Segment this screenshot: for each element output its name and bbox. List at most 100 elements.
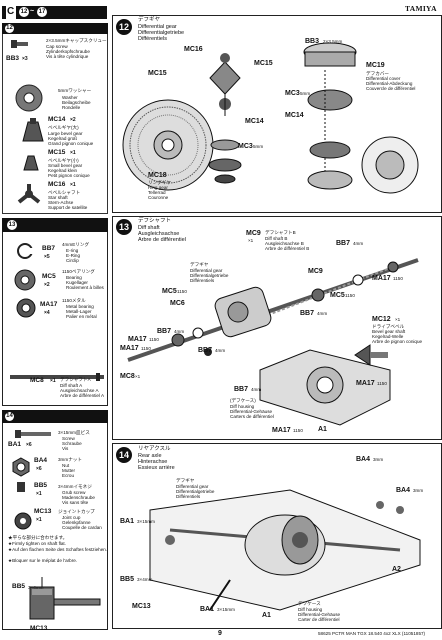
part-qty-ba1: ×6 xyxy=(26,442,32,448)
part-qty-mc16: ×1 xyxy=(70,182,76,188)
part-desc-bb7-1: E-ring xyxy=(66,248,79,253)
part-qty-bb7: ×5 xyxy=(44,254,50,260)
step-14-title-3: Essieux arrière xyxy=(138,465,175,471)
part-desc-ma17-1: Metal bearing xyxy=(66,304,94,309)
label-ma17-b-size: 1150 xyxy=(141,346,151,351)
step-badge-12-left: 12 xyxy=(5,24,14,33)
parts-header-13 xyxy=(2,218,108,232)
diff-housing-drawing xyxy=(259,349,391,426)
part-desc-ba1-3: Vis xyxy=(62,446,69,451)
brand-logo: TAMIYA xyxy=(405,4,437,13)
part-code-bb5: BB5 xyxy=(34,482,48,489)
part-desc-mc14-2: Kegelrad groß xyxy=(48,136,78,141)
rear-axle-assembly-drawing xyxy=(149,489,421,611)
step-13-title-1: Diff shaft xyxy=(138,225,160,231)
label-mc15-a: MC15 xyxy=(148,70,167,77)
diff-gear-desc-1: Differential gear xyxy=(190,268,223,273)
mc18-desc-0: リングギヤ xyxy=(148,180,171,185)
mc18-desc-3: Couronne xyxy=(148,195,169,200)
parts-header-12 xyxy=(2,23,108,34)
spider-gear-drawing xyxy=(209,53,241,116)
label-mc8: MC8 xyxy=(120,373,135,380)
mc18-desc-2: Tellerrad xyxy=(148,190,166,195)
mc9-desc-0: デフシャフトB xyxy=(265,230,296,235)
bevel-gear-shaft-drawing xyxy=(354,344,388,366)
step-badge-12: 12 xyxy=(116,19,132,35)
part-desc-mc13-1: Joint cup xyxy=(62,515,81,520)
diff-shaft-a-icon xyxy=(10,373,104,381)
label-ma17-d-size: 1150 xyxy=(293,428,303,433)
label-mc14-a: MC14 xyxy=(245,118,264,125)
part-code-ma17: MA17 xyxy=(40,301,58,308)
part-desc-ba4-3: Ecrou xyxy=(62,473,75,478)
part-desc-bb3-3: Vis à tête cylindrique xyxy=(46,54,89,59)
part-qty-mc15: ×1 xyxy=(70,150,76,156)
diff-housing-desc-1: Diff housing xyxy=(230,404,255,409)
label-ma17-d: MA17 xyxy=(272,427,291,434)
label-mc12: MC12 xyxy=(372,316,391,323)
tighten-note-1: ★Firmly tighten on shaft flat. xyxy=(8,541,66,546)
label-ma17-e-size: 1150 xyxy=(377,381,387,386)
part-code-bb3: BB3 xyxy=(6,55,20,62)
label-mc6: MC6 xyxy=(170,300,185,307)
step-12-title-2: Differentialgetriebe xyxy=(138,30,185,36)
part-code-ba1: BA1 xyxy=(8,441,22,448)
step-badge-14-left: 14 xyxy=(5,412,14,421)
mc9-desc-3: Arbre de différentiel B xyxy=(265,246,310,251)
step-12-title-3: Différentiels xyxy=(138,36,167,42)
part-desc-ba1-0: 3×15mm皿ビス xyxy=(58,430,90,435)
part-desc-washer-3: Rondelle xyxy=(62,105,81,110)
large-bevel-gear-icon xyxy=(22,118,44,142)
part-desc-mc16-3: Support de satellite xyxy=(48,205,88,210)
label-ba4-b: BA4 xyxy=(396,487,411,494)
diff-gear-desc-3: Différentiels xyxy=(190,278,215,283)
mc13-detail-label: MC13 xyxy=(30,625,48,632)
part-code-ba4: BA4 xyxy=(34,457,48,464)
label-ma17-l-size: 1150 xyxy=(149,337,159,342)
part-qty-ma17: ×4 xyxy=(44,310,50,316)
label-bb7-top-size: 4mm xyxy=(353,241,364,246)
part-desc-mc14-1: Large bevel gear xyxy=(48,131,83,136)
part-desc-bb5-0: 3×4mmイモネジ xyxy=(58,484,92,489)
small-bevel-gear-icon xyxy=(23,155,39,171)
label-mc3-b-size: 5mm xyxy=(253,144,264,149)
s14-case-desc-3: Carter de différentiel xyxy=(298,617,340,622)
label-mc12-qty: ×1 xyxy=(395,317,401,322)
label-ba4-b-size: 3mm xyxy=(413,488,424,493)
metal-bearing-icon xyxy=(16,298,36,318)
star-shaft-icon xyxy=(17,184,41,204)
step-badge-13-left: 13 xyxy=(7,220,17,230)
part-desc-mc16-1: Star shaft xyxy=(48,195,68,200)
s14-diff-desc-0: デフギヤ xyxy=(176,478,195,483)
label-ba4-a: BA4 xyxy=(356,456,371,463)
label-bb7-e-size: 4mm xyxy=(251,387,262,392)
label-bb5-14-size: 3×4mm xyxy=(137,577,153,582)
part-desc-mc14-0: ベベルギヤ(大) xyxy=(48,125,79,130)
s14-diff-desc-2: Differentialgetriebe xyxy=(176,489,215,494)
part-desc-bb5-3: Vis sans tête xyxy=(62,500,89,505)
part-code-mc13: MC13 xyxy=(34,508,52,515)
tighten-note-2: ★Auf den flachen Seite des Schaftes fest… xyxy=(8,547,108,552)
step-13-title-0: デフシャフト xyxy=(138,218,172,224)
nut-icon xyxy=(12,457,30,477)
part-desc-bb3-0: 2×3.5mmキャップスクリュー xyxy=(46,38,107,43)
diff-housing-desc-3: Carters de différentiel xyxy=(230,414,274,419)
label-ba1-b: BA1 xyxy=(200,606,215,613)
part-desc-washer-0: 5mmワッシャー xyxy=(58,88,92,93)
grub-screw-icon xyxy=(17,482,25,492)
part-desc-bb7-0: 4mmEリング xyxy=(62,242,90,247)
step-13-title-2: Ausgleichsachse xyxy=(138,231,180,237)
step-badge-14: 14 xyxy=(116,447,132,463)
mc9-desc-2: Ausgleichsachse B xyxy=(265,241,304,246)
label-mc3-b: MC3 xyxy=(238,143,253,150)
part-desc-bb5-2: Madenschraube xyxy=(62,495,95,500)
part-code-mc16: MC16 xyxy=(48,181,66,188)
label-mc5-b: MC5 xyxy=(330,292,345,299)
range-from-badge: 12 xyxy=(19,7,29,17)
mc12-desc-3: Arbre de pignon conique xyxy=(372,339,423,344)
screw-icon xyxy=(15,430,51,438)
part-desc-mc5-2: Kugellager xyxy=(66,280,88,285)
label-ma17-b: MA17 xyxy=(120,345,139,352)
part-qty-bb5: ×1 xyxy=(36,491,42,497)
part-desc-bb7-3: Circlip xyxy=(66,258,79,263)
